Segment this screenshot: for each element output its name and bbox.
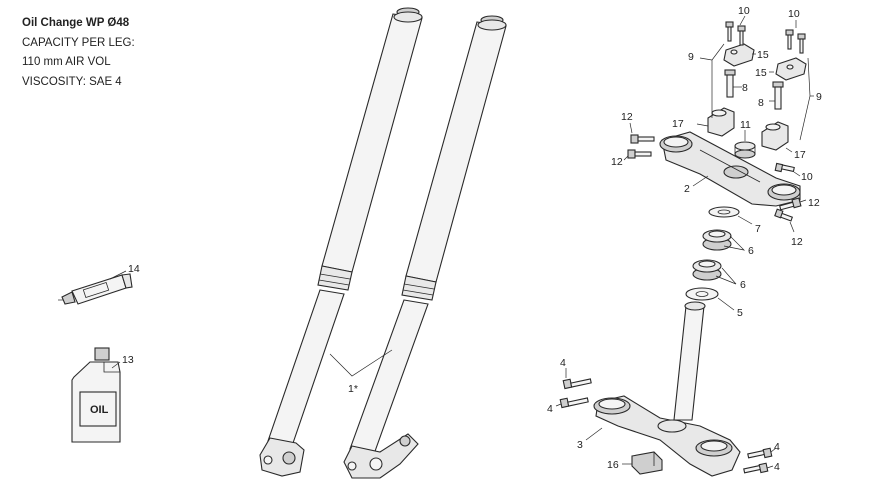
label-1: 1*	[348, 383, 358, 395]
bolt-4-left-upper	[562, 378, 592, 390]
bolts-10-left	[725, 21, 746, 46]
bolt-12-d	[774, 208, 794, 222]
washer-5	[685, 287, 719, 301]
label-15-b: 15	[755, 67, 767, 79]
bottom-triple-clamp	[593, 395, 741, 477]
label-13: 13	[122, 354, 134, 366]
label-4-a: 4	[560, 357, 566, 369]
clamp-cap-left	[723, 43, 755, 67]
label-4-c: 4	[774, 441, 780, 453]
bearing-upper	[702, 229, 732, 251]
label-12-d: 12	[791, 236, 803, 248]
steering-stem	[673, 301, 706, 421]
label-8-a: 8	[742, 82, 748, 94]
bracket-9-left	[711, 43, 725, 118]
steering-cap	[734, 141, 756, 159]
top-triple-clamp	[659, 131, 801, 207]
fork-leg-right	[343, 15, 507, 479]
label-9-b: 9	[816, 91, 822, 103]
riser-left	[707, 107, 735, 137]
label-10-b: 10	[788, 8, 800, 20]
fork-leg-left	[259, 7, 423, 477]
label-8-b: 8	[758, 97, 764, 109]
label-6-b: 6	[740, 279, 746, 291]
label-17-a: 17	[672, 118, 684, 130]
bolt-12-b	[627, 149, 652, 159]
label-12-a: 12	[621, 111, 633, 123]
bolt-12-a	[630, 134, 655, 144]
label-6-a: 6	[748, 245, 754, 257]
screw-8-left	[724, 69, 736, 98]
bearing-lower	[692, 259, 722, 281]
label-4-b: 4	[547, 403, 553, 415]
label-15-a: 15	[757, 49, 769, 61]
label-4-d: 4	[774, 461, 780, 473]
label-7: 7	[755, 223, 761, 235]
screw-8-right	[772, 81, 784, 110]
label-2: 2	[684, 183, 690, 195]
label-11: 11	[740, 119, 751, 131]
damper-block	[631, 451, 663, 475]
label-16: 16	[607, 459, 619, 471]
oil-bottle: OIL	[71, 347, 121, 443]
label-12-b: 12	[611, 156, 623, 168]
bolts-10-right	[785, 29, 806, 54]
info-viscosity: VISCOSITY: SAE 4	[22, 75, 122, 88]
label-5: 5	[737, 307, 743, 319]
bolt-12-c	[779, 197, 802, 211]
clamp-cap-right	[775, 57, 807, 81]
label-9-a: 9	[688, 51, 694, 63]
riser-right	[761, 121, 789, 151]
label-12-c: 12	[808, 197, 820, 209]
oil-bottle-text: OIL	[90, 404, 109, 416]
info-capacity: CAPACITY PER LEG:	[22, 36, 135, 49]
bolt-4-right-lower	[743, 462, 769, 474]
label-17-b: 17	[794, 149, 806, 161]
label-10-c: 10	[801, 171, 813, 183]
bolt-4-left-lower	[559, 397, 589, 409]
grease-tube	[58, 273, 133, 305]
fork-oil-info: Oil Change WP Ø48 CAPACITY PER LEG: 110 …	[22, 14, 135, 92]
label-10-a: 10	[738, 5, 750, 17]
bolt-4-right-upper	[747, 447, 773, 459]
washer-7	[708, 206, 740, 218]
info-air-vol: 110 mm AIR VOL	[22, 56, 111, 68]
label-14: 14	[128, 263, 140, 275]
info-title: Oil Change WP Ø48	[22, 17, 130, 29]
label-3: 3	[577, 439, 583, 451]
bolt-10-lower	[774, 162, 795, 173]
